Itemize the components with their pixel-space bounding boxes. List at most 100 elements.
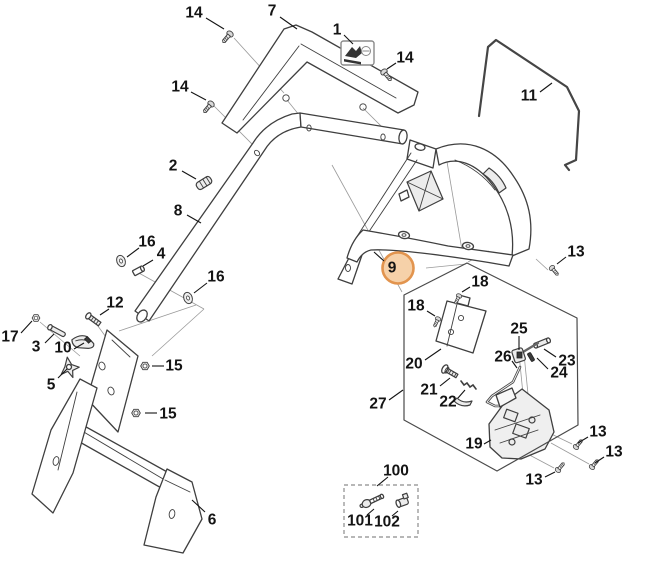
- callout-number[interactable]: 101: [347, 513, 373, 530]
- callout-26[interactable]: 26: [494, 349, 518, 369]
- callout-19[interactable]: 19: [465, 436, 492, 453]
- callout-14[interactable]: 14: [386, 50, 414, 70]
- callout-8[interactable]: 8: [174, 203, 202, 224]
- callout-number[interactable]: 18: [407, 298, 425, 315]
- callout-16[interactable]: 16: [126, 234, 156, 258]
- callout-number[interactable]: 17: [1, 329, 18, 346]
- callout-16[interactable]: 16: [193, 269, 225, 294]
- callout-number[interactable]: 100: [383, 463, 409, 480]
- callout-4[interactable]: 4: [142, 246, 166, 267]
- callout-number[interactable]: 13: [567, 244, 585, 261]
- callout-100[interactable]: 100: [376, 463, 409, 487]
- part-13-screw-icon: [547, 263, 561, 278]
- callout-number[interactable]: 25: [510, 321, 528, 338]
- callout-14[interactable]: 14: [171, 79, 207, 101]
- callout-15[interactable]: 15: [145, 406, 177, 423]
- callout-number[interactable]: 2: [169, 158, 178, 175]
- callout-number[interactable]: 23: [558, 353, 576, 370]
- callout-6[interactable]: 6: [191, 499, 217, 529]
- callout-1[interactable]: 1: [333, 22, 354, 45]
- callout-leader-line: [373, 251, 385, 262]
- callout-12[interactable]: 12: [99, 295, 124, 316]
- part-23-pin: [532, 337, 552, 349]
- callout-14[interactable]: 14: [185, 5, 225, 30]
- callout-leader-line: [556, 256, 567, 265]
- callout-7[interactable]: 7: [268, 3, 298, 30]
- callout-13[interactable]: 13: [556, 244, 585, 265]
- callout-13[interactable]: 13: [594, 444, 623, 464]
- callout-number[interactable]: 24: [550, 365, 568, 382]
- callout-number[interactable]: 6: [208, 512, 217, 529]
- part-5-star-lever: [60, 356, 80, 379]
- callout-24[interactable]: 24: [536, 357, 568, 382]
- callout-102[interactable]: 102: [374, 510, 400, 531]
- part-15-nut-icon: [140, 361, 150, 371]
- part-14-screw-icon: [219, 29, 235, 46]
- callout-9[interactable]: 9: [373, 251, 397, 277]
- callout-number[interactable]: 1: [333, 22, 342, 39]
- callout-15[interactable]: 15: [152, 358, 183, 375]
- callout-number[interactable]: 18: [471, 274, 489, 291]
- callout-23[interactable]: 23: [543, 348, 576, 370]
- callout-27[interactable]: 27: [369, 389, 404, 413]
- callout-number[interactable]: 15: [159, 406, 177, 423]
- callout-number[interactable]: 14: [396, 50, 414, 67]
- callout-number[interactable]: 14: [185, 5, 203, 22]
- detail-box-outline: [403, 262, 579, 472]
- callout-leader-line: [577, 436, 589, 444]
- part-22-spring: [453, 380, 477, 407]
- callout-number[interactable]: 13: [589, 424, 607, 441]
- callout-number[interactable]: 22: [439, 394, 456, 411]
- part-10-cam-lever: [71, 335, 95, 349]
- callout-3[interactable]: 3: [32, 333, 55, 356]
- callout-11[interactable]: 11: [521, 82, 553, 105]
- callout-number[interactable]: 12: [106, 295, 123, 312]
- part-17-nut-icon: [31, 314, 41, 322]
- callout-leader-line: [186, 214, 202, 224]
- callout-17[interactable]: 17: [1, 320, 33, 346]
- callout-leader-line: [426, 310, 436, 317]
- callout-18[interactable]: 18: [461, 274, 489, 293]
- callout-number[interactable]: 26: [494, 349, 512, 366]
- callout-number[interactable]: 16: [207, 269, 225, 286]
- callout-number[interactable]: 19: [465, 436, 483, 453]
- callout-13[interactable]: 13: [525, 472, 556, 489]
- callout-number[interactable]: 11: [521, 88, 538, 105]
- callout-number[interactable]: 102: [374, 514, 400, 531]
- callout-2[interactable]: 2: [169, 158, 197, 180]
- callout-number[interactable]: 5: [47, 377, 56, 394]
- callout-number[interactable]: 15: [165, 358, 183, 375]
- callout-number[interactable]: 9: [388, 260, 397, 277]
- callout-number[interactable]: 10: [54, 340, 71, 357]
- sticker-pictogram-icon: [345, 46, 362, 58]
- callout-number[interactable]: 8: [174, 203, 183, 220]
- callout-number[interactable]: 4: [157, 246, 166, 263]
- callout-25[interactable]: 25: [510, 321, 528, 351]
- callout-10[interactable]: 10: [54, 340, 85, 357]
- callout-number[interactable]: 3: [32, 339, 41, 356]
- callout-number[interactable]: 20: [405, 356, 422, 373]
- callout-leader-line: [279, 16, 298, 30]
- callout-number[interactable]: 13: [525, 472, 543, 489]
- part-21-flange-bolt: [441, 364, 459, 379]
- callout-number[interactable]: 27: [369, 396, 386, 413]
- callout-leader-line: [483, 439, 492, 445]
- callout-5[interactable]: 5: [47, 368, 68, 394]
- callout-20[interactable]: 20: [405, 348, 442, 373]
- part-13-screw-icon: [587, 457, 601, 472]
- part-4-pin: [131, 265, 145, 277]
- callout-leader-line: [44, 333, 55, 344]
- callout-number[interactable]: 14: [171, 79, 189, 96]
- callout-13[interactable]: 13: [577, 424, 607, 444]
- callout-101[interactable]: 101: [347, 508, 375, 530]
- callout-number[interactable]: 7: [268, 3, 277, 20]
- callout-18[interactable]: 18: [407, 298, 436, 317]
- callout-21[interactable]: 21: [420, 377, 451, 399]
- callout-22[interactable]: 22: [439, 389, 466, 411]
- callout-number[interactable]: 13: [605, 444, 623, 461]
- callout-number[interactable]: 16: [138, 234, 156, 251]
- assembly-line: [425, 263, 467, 269]
- callout-number[interactable]: 21: [420, 382, 438, 399]
- part-8-handle-tube: [134, 112, 408, 323]
